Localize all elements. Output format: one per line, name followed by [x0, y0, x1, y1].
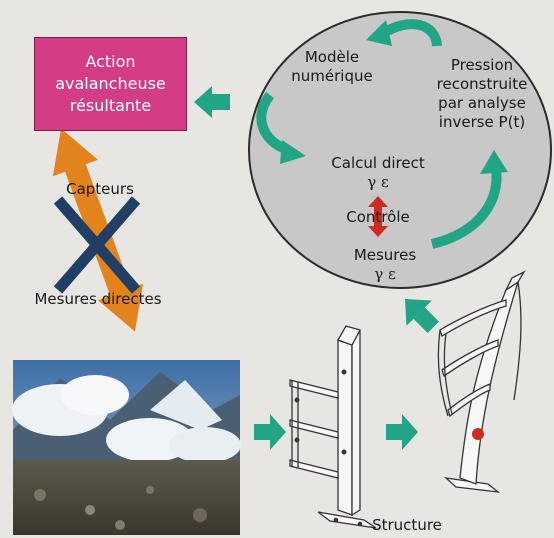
measures-greek: γ ε [374, 265, 396, 283]
direct-calc-label: Calcul direct [331, 154, 425, 172]
cross-icon-2 [53, 196, 141, 294]
sensor-point-icon [472, 428, 484, 440]
arrow-to-action [194, 86, 230, 118]
arrow-measures-to-pressure [430, 169, 502, 249]
measures-label: Mesures [353, 246, 417, 264]
structure-label: Structure [372, 516, 442, 534]
action-line-3: résultante [69, 96, 152, 115]
model-label: Modèle numérique [291, 48, 373, 85]
arrow-model-to-calc-head [280, 140, 306, 164]
control-arrow-icon [368, 196, 388, 237]
arrow-model-to-calc [256, 91, 290, 155]
direct-measures-label: Mesures directes [34, 290, 162, 308]
pressure-label: Pression reconstruite par analyse invers… [436, 56, 528, 131]
action-line-2: avalancheuse [55, 74, 166, 93]
arrow-pressure-to-model-head [366, 20, 392, 46]
avalanche-photo [12, 360, 241, 535]
control-label: Contrôle [346, 208, 410, 226]
sensors-label: Capteurs [66, 180, 134, 198]
arrow-measures-to-pressure-head [480, 150, 508, 174]
arrow-pressure-to-model [379, 19, 442, 47]
deformed-structure-drawing [437, 270, 526, 493]
arrow-structure-to-deformed [386, 414, 418, 450]
structure-drawing [289, 325, 377, 529]
action-box: Action avalancheuse résultante [34, 37, 187, 131]
arrow-photo-to-structure [254, 414, 286, 450]
action-line-1: Action [85, 52, 136, 71]
arrow-deformed-to-ellipse [405, 299, 439, 333]
direct-calc-greek: γ ε [367, 173, 389, 191]
